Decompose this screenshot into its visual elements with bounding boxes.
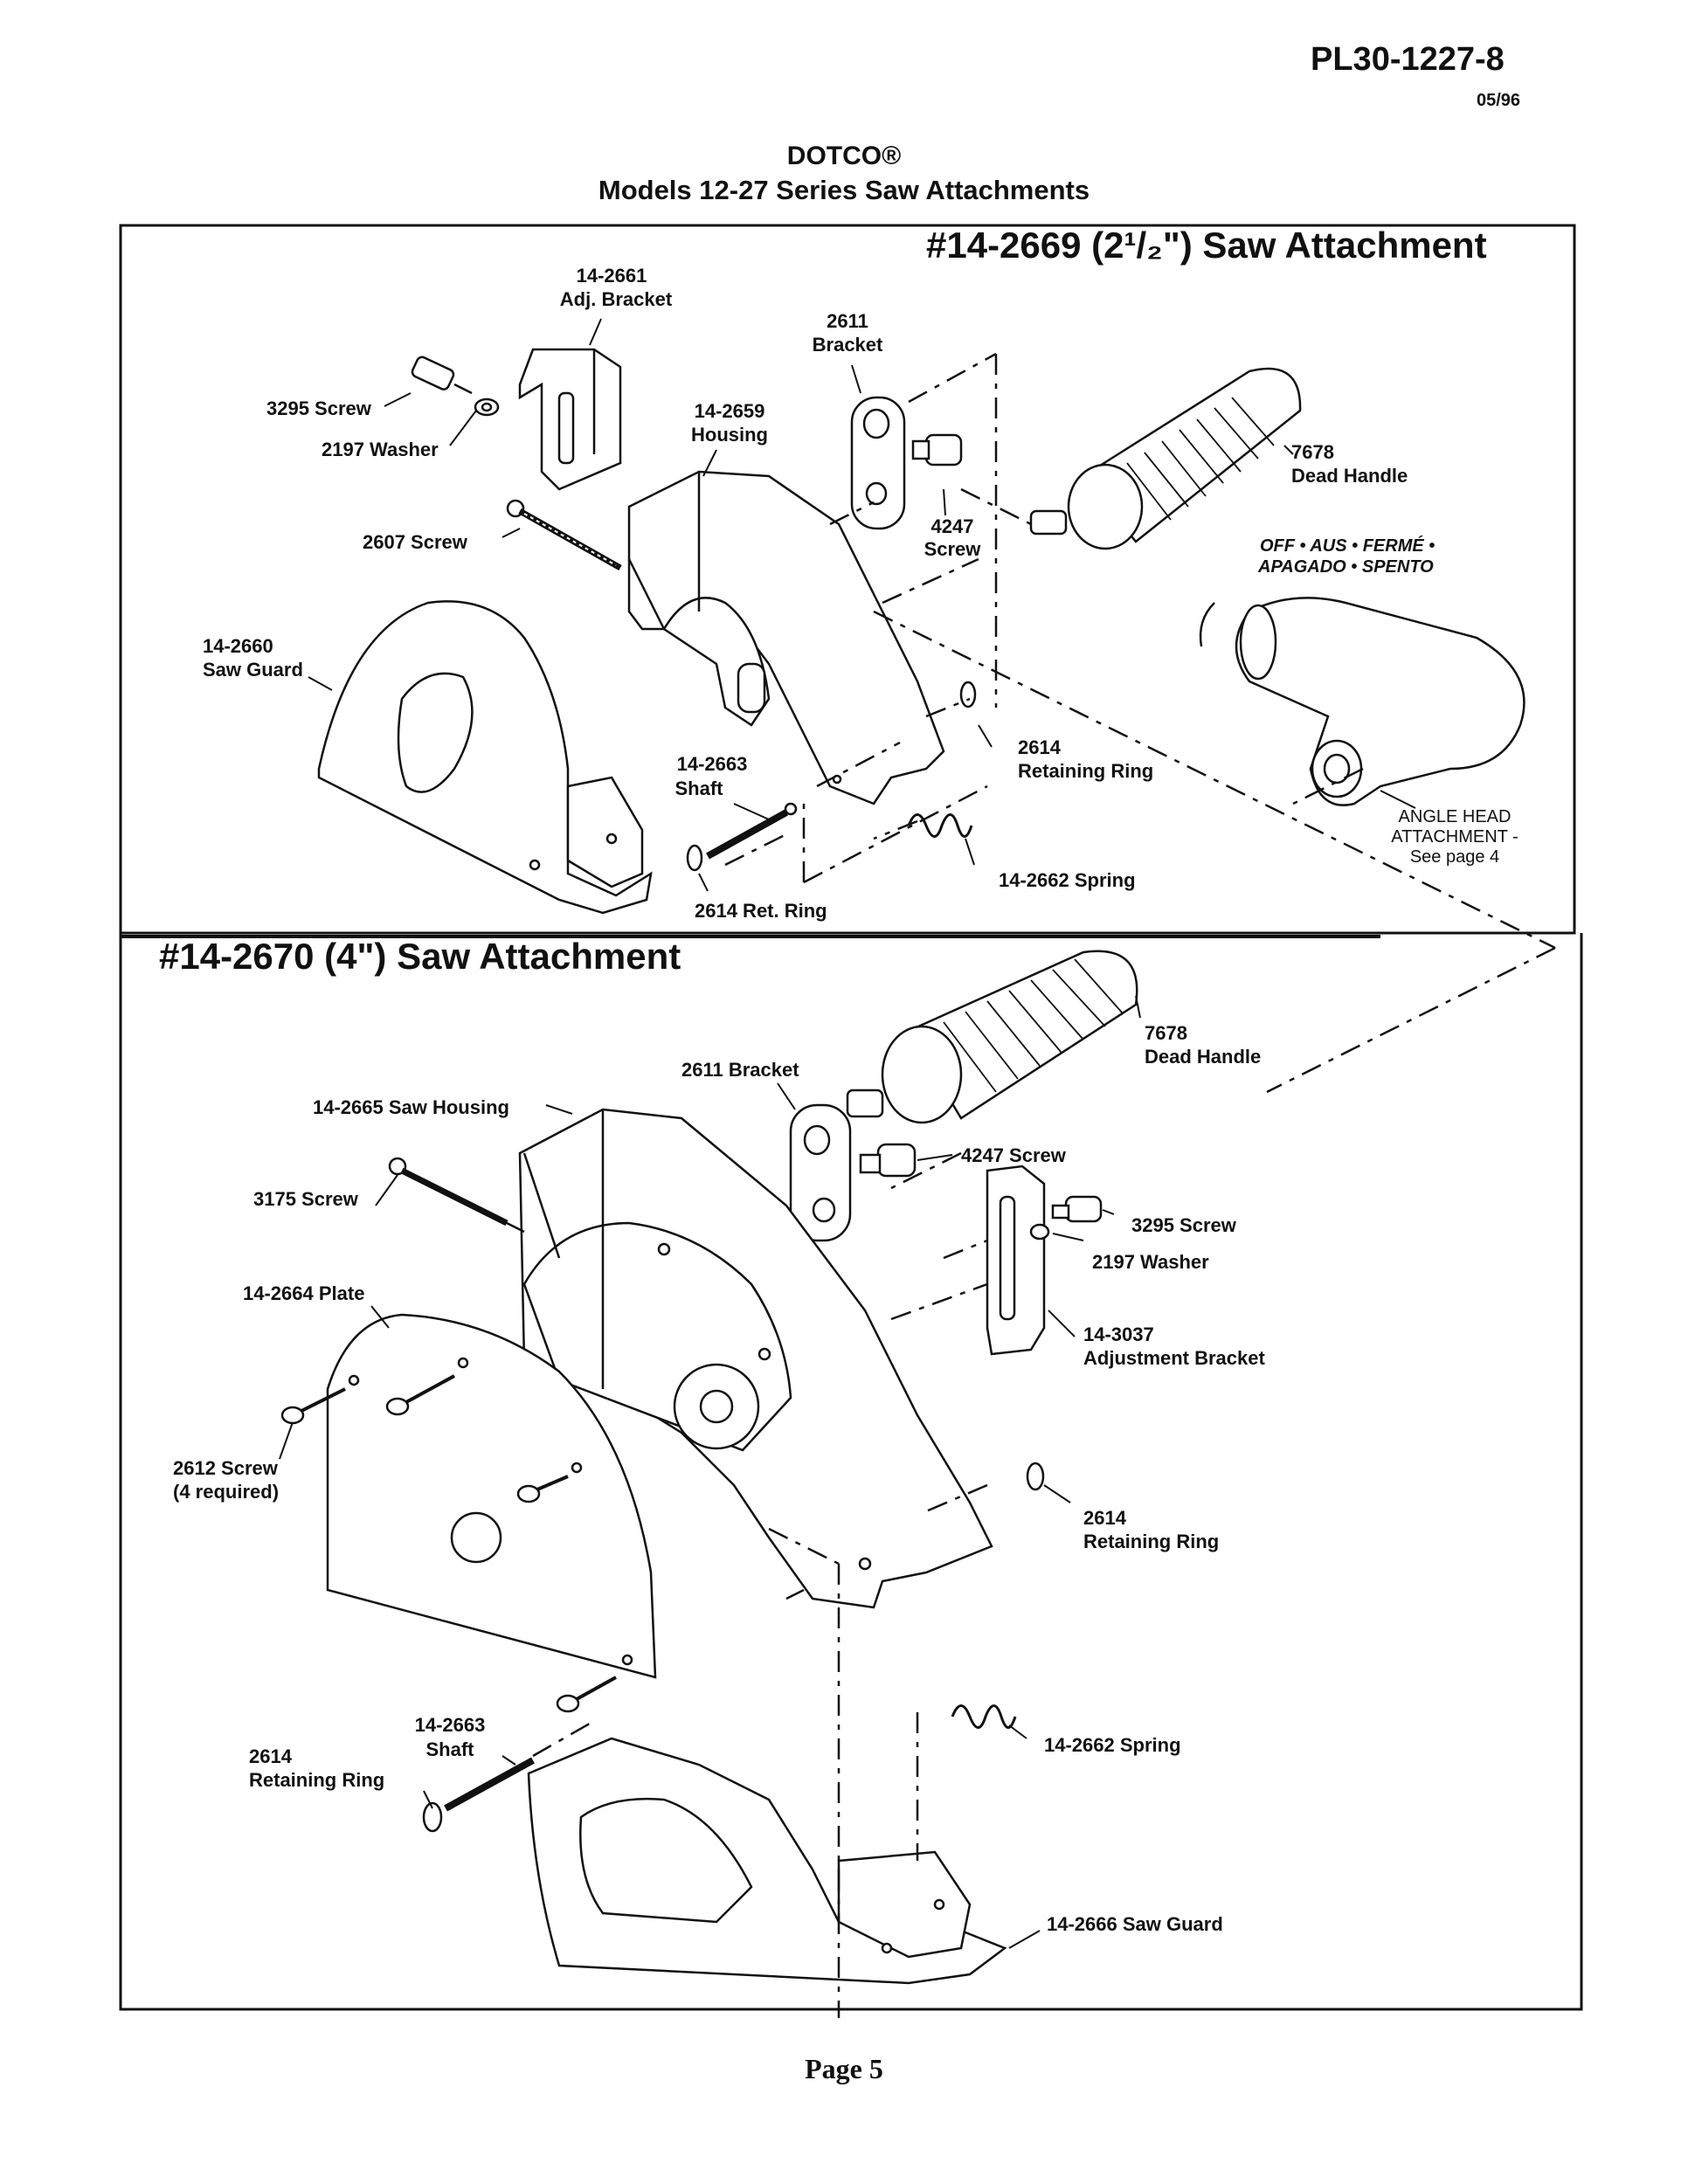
- top-leader-lines: [308, 318, 1416, 892]
- retaining-ring-bottom-right: [1026, 1462, 1045, 1491]
- label-shaft-num-bottom: 14-2663: [414, 1714, 486, 1736]
- top-section-frame: [119, 224, 1576, 935]
- angle-head-attachment: [1199, 597, 1525, 806]
- bottom-section-frame: [119, 933, 1583, 2011]
- label-saw-housing: 14-2665 Saw Housing: [313, 1096, 509, 1118]
- label-housing-name-top: Housing: [691, 424, 768, 446]
- label-switch-line2: APAGADO • SPENTO: [1258, 557, 1434, 577]
- label-ring-num-top: 2614: [1018, 736, 1061, 758]
- label-ring-name-bottom-left: Retaining Ring: [249, 1769, 385, 1791]
- retaining-ring-bottom-left: [422, 1801, 443, 1833]
- label-angle-line1: ANGLE HEAD: [1398, 807, 1512, 826]
- label-washer-2197-top: 2197 Washer: [322, 439, 439, 460]
- saw-guard-bottom: [527, 1737, 1007, 1985]
- label-screw-4247-name-top: Screw: [924, 538, 981, 560]
- saw-housing-bottom: [518, 1108, 993, 1609]
- label-ring-name-top: Retaining Ring: [1018, 760, 1154, 782]
- plate-bottom: [326, 1313, 657, 1679]
- label-adj-bracket-num-top: 14-2661: [576, 265, 647, 287]
- label-handle-num-bottom: 7678: [1145, 1022, 1187, 1044]
- label-screw-4247-bottom: 4247 Screw: [961, 1144, 1066, 1166]
- saw-guard-top: [317, 600, 653, 915]
- retaining-ring-top: [959, 681, 977, 708]
- bracket-2611-top: [850, 396, 906, 530]
- top-assembly-drawing: [317, 348, 1525, 915]
- screw-4247-top: [911, 433, 963, 467]
- label-washer-2197-bottom: 2197 Washer: [1092, 1251, 1209, 1273]
- label-spring-top: 14-2662 Spring: [999, 869, 1136, 891]
- label-plate: 14-2664 Plate: [243, 1282, 365, 1304]
- label-guard-name-top: Saw Guard: [203, 659, 303, 681]
- label-screw-4247-num-top: 4247: [930, 515, 974, 537]
- label-shaft-name-bottom: Shaft: [425, 1738, 474, 1760]
- label-shaft-num-top: 14-2663: [676, 753, 748, 775]
- label-screw-2612-qty: (4 required): [173, 1481, 280, 1503]
- spring-top: [907, 813, 973, 838]
- label-switch-line1: OFF • AUS • FERMÉ •: [1260, 536, 1435, 556]
- bottom-assembly-drawing: [280, 950, 1138, 1985]
- label-housing-num-top: 14-2659: [694, 400, 765, 422]
- label-adj-bracket-name-bottom: Adjustment Bracket: [1083, 1347, 1265, 1369]
- label-ret-ring-top: 2614 Ret. Ring: [695, 900, 827, 922]
- label-saw-guard-bottom: 14-2666 Saw Guard: [1047, 1913, 1223, 1935]
- label-ring-num-bottom-right: 2614: [1083, 1507, 1126, 1529]
- label-bracket-bottom: 2611 Bracket: [681, 1059, 799, 1081]
- document-number: PL30-1227-8: [1311, 41, 1505, 78]
- label-shaft-name-top: Shaft: [675, 778, 723, 799]
- top-dashed-lines: [724, 352, 1556, 1094]
- screw-2607: [506, 499, 622, 571]
- label-bracket-num-top: 2611: [827, 310, 868, 332]
- shaft-top: [706, 802, 798, 860]
- label-guard-num-top: 14-2660: [203, 635, 273, 657]
- page-subtitle: Models 12-27 Series Saw Attachments: [598, 175, 1090, 205]
- ret-ring-top: [686, 844, 703, 872]
- shaft-bottom: [444, 1757, 535, 1812]
- label-bracket-name-top: Bracket: [812, 334, 883, 356]
- label-ring-num-bottom-left: 2614: [249, 1745, 292, 1767]
- bracket-2611-bottom: [789, 1103, 852, 1242]
- label-angle-line3: See page 4: [1409, 847, 1500, 867]
- label-adj-bracket-name-top: Adj. Bracket: [559, 288, 673, 310]
- label-screw-3295-top: 3295 Screw: [266, 397, 371, 419]
- label-handle-name-bottom: Dead Handle: [1145, 1046, 1262, 1068]
- adjustment-bracket-bottom: [986, 1165, 1046, 1356]
- document-date: 05/96: [1477, 91, 1521, 110]
- label-adj-bracket-num-bottom: 14-3037: [1083, 1324, 1154, 1345]
- label-screw-2612: 2612 Screw: [173, 1457, 278, 1479]
- screw-4247-bottom: [859, 1143, 917, 1178]
- page-number: Page 5: [805, 2053, 883, 2084]
- label-screw-3295-bottom: 3295 Screw: [1131, 1214, 1236, 1236]
- brand-title: DOTCO®: [786, 142, 902, 170]
- label-handle-num-top: 7678: [1291, 441, 1334, 463]
- bottom-leader-lines: [279, 995, 1141, 1949]
- bottom-dashed-lines: [506, 1151, 988, 2018]
- dead-handle-top: [1029, 367, 1302, 550]
- label-screw-3175: 3175 Screw: [253, 1188, 358, 1210]
- screw-3295-bottom: [1029, 1195, 1103, 1241]
- top-section-title: #14-2669 (2¹/₂") Saw Attachment: [926, 225, 1487, 266]
- label-angle-line2: ATTACHMENT -: [1391, 827, 1519, 847]
- spring-bottom: [951, 1704, 1017, 1729]
- label-ring-name-bottom-right: Retaining Ring: [1083, 1531, 1220, 1552]
- label-handle-name-top: Dead Handle: [1291, 465, 1408, 487]
- label-spring-bottom: 14-2662 Spring: [1044, 1734, 1181, 1756]
- screw-3175: [388, 1157, 508, 1227]
- screw-2612-set: [280, 1374, 617, 1713]
- dead-handle-bottom: [846, 950, 1138, 1124]
- adj-bracket-top: [518, 348, 622, 491]
- housing-top: [627, 470, 945, 805]
- screw-3295-top: [411, 356, 500, 417]
- bottom-section-title: #14-2670 (4") Saw Attachment: [159, 936, 681, 977]
- label-screw-2607: 2607 Screw: [363, 531, 467, 553]
